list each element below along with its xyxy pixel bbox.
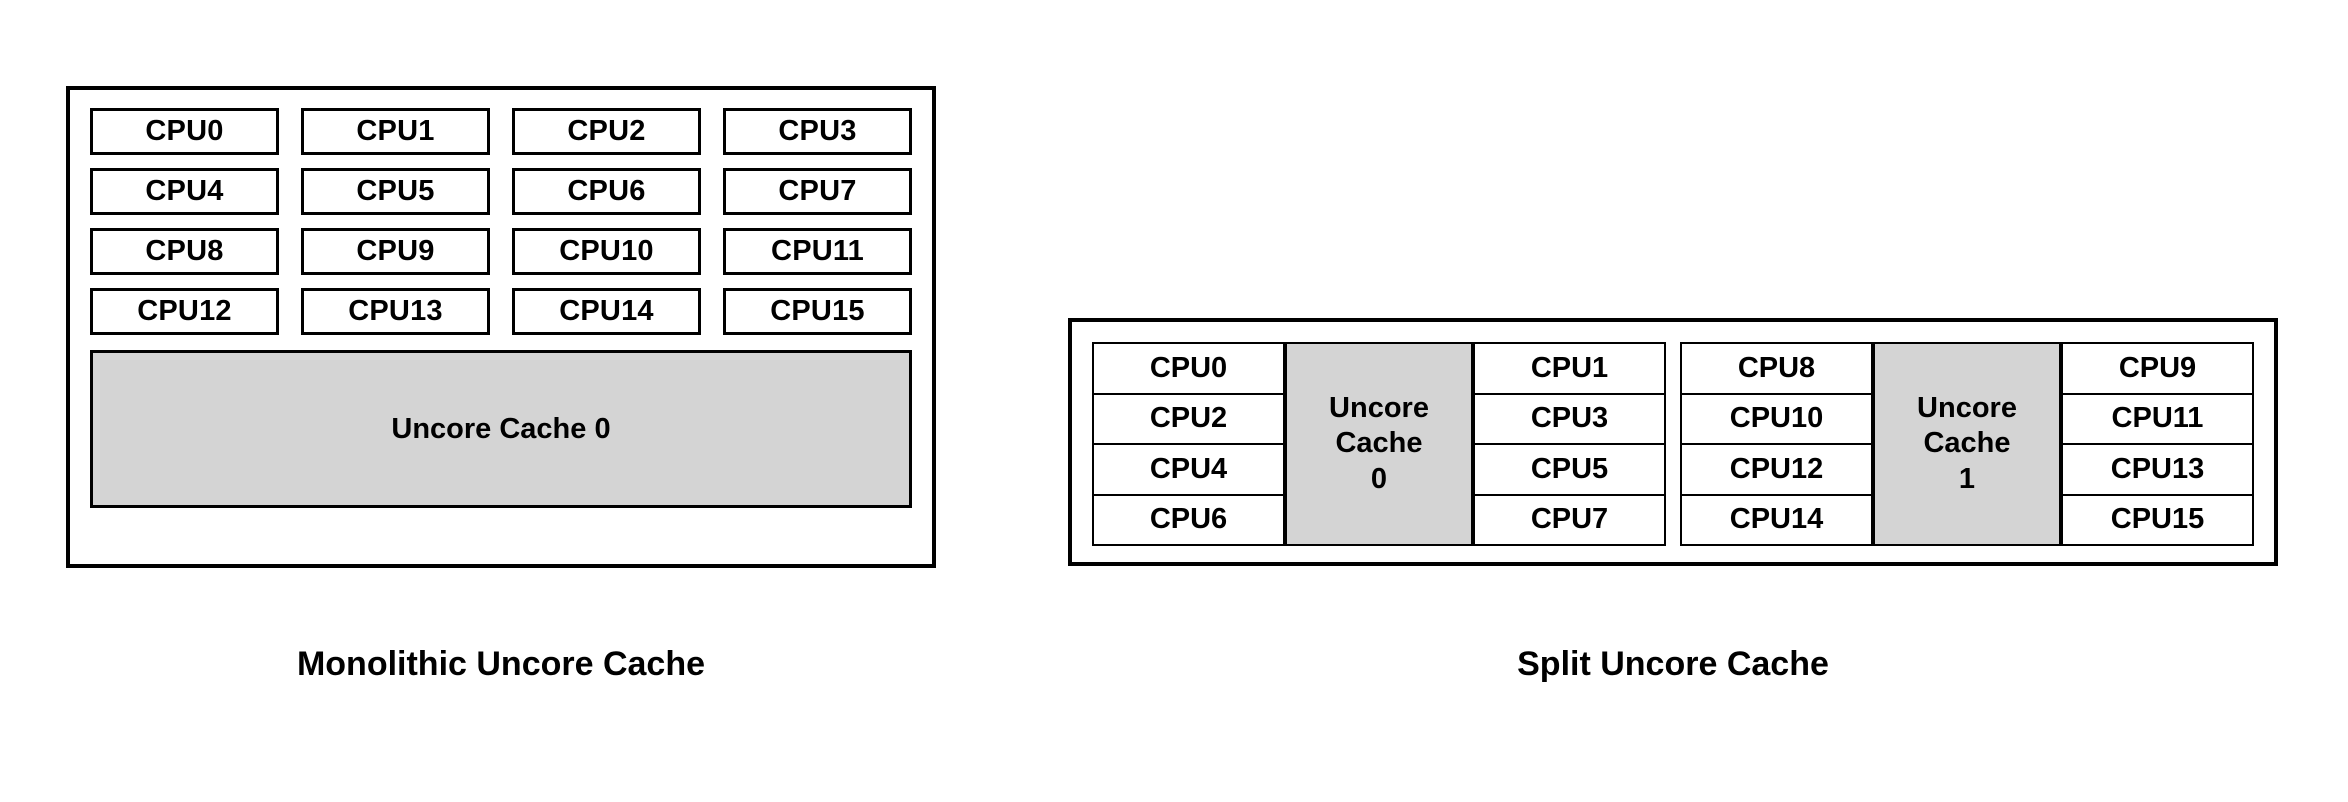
cpu-column-right: CPU9 CPU11 CPU13 CPU15: [2061, 342, 2254, 546]
cpu-column-right: CPU1 CPU3 CPU5 CPU7: [1473, 342, 1666, 546]
cpu-column-left: CPU8 CPU10 CPU12 CPU14: [1680, 342, 1873, 546]
uncore-cache-block: Uncore Cache 0: [90, 350, 912, 508]
cpu-box: CPU5: [1473, 443, 1666, 496]
cpu-box: CPU11: [723, 228, 912, 275]
cpu-box: CPU10: [1680, 392, 1873, 445]
cpu-box: CPU2: [512, 108, 701, 155]
cpu-box: CPU15: [2061, 493, 2254, 546]
cpu-box: CPU7: [1473, 493, 1666, 546]
cpu-box: CPU4: [1092, 443, 1285, 496]
cpu-box: CPU4: [90, 168, 279, 215]
cpu-column-left: CPU0 CPU2 CPU4 CPU6: [1092, 342, 1285, 546]
cpu-box: CPU14: [512, 288, 701, 335]
uncore-cache-block: Uncore Cache 0: [1285, 342, 1473, 546]
uncore-cache-label-line3: 1: [1958, 462, 1976, 495]
cpu-box: CPU7: [723, 168, 912, 215]
cpu-box: CPU9: [2061, 342, 2254, 395]
cpu-box: CPU12: [1680, 443, 1873, 496]
cpu-box: CPU13: [301, 288, 490, 335]
cpu-box: CPU11: [2061, 392, 2254, 445]
uncore-cache-label-line3: 0: [1370, 462, 1388, 495]
cpu-box: CPU10: [512, 228, 701, 275]
cpu-box: CPU13: [2061, 443, 2254, 496]
cpu-box: CPU0: [1092, 342, 1285, 395]
cpu-box: CPU0: [90, 108, 279, 155]
split-uncore-cache-figure: CPU0 CPU2 CPU4 CPU6 Uncore Cache 0 CPU1 …: [1068, 318, 2278, 566]
cpu-box: CPU5: [301, 168, 490, 215]
cpu-box: CPU6: [1092, 493, 1285, 546]
split-socket-boundary: CPU0 CPU2 CPU4 CPU6 Uncore Cache 0 CPU1 …: [1068, 318, 2278, 566]
split-cache-group: CPU8 CPU10 CPU12 CPU14 Uncore Cache 1 CP…: [1680, 342, 2254, 546]
monolithic-cpu-grid: CPU0 CPU1 CPU2 CPU3 CPU4 CPU5 CPU6 CPU7 …: [90, 108, 912, 335]
cpu-box: CPU8: [1680, 342, 1873, 395]
split-figure-caption: Split Uncore Cache: [1517, 645, 1829, 683]
cpu-box: CPU1: [1473, 342, 1666, 395]
uncore-cache-label-line2: Cache: [1923, 427, 2011, 460]
monolithic-figure-caption: Monolithic Uncore Cache: [296, 645, 706, 683]
cpu-box: CPU8: [90, 228, 279, 275]
uncore-cache-label-line2: Cache: [1335, 427, 1423, 460]
cpu-box: CPU3: [723, 108, 912, 155]
monolithic-socket-boundary: CPU0 CPU1 CPU2 CPU3 CPU4 CPU5 CPU6 CPU7 …: [66, 86, 936, 568]
cpu-box: CPU2: [1092, 392, 1285, 445]
uncore-cache-label-line1: Uncore: [1917, 391, 2017, 424]
cpu-box: CPU12: [90, 288, 279, 335]
cpu-box: CPU9: [301, 228, 490, 275]
cpu-box: CPU3: [1473, 392, 1666, 445]
cpu-box: CPU1: [301, 108, 490, 155]
split-cache-group: CPU0 CPU2 CPU4 CPU6 Uncore Cache 0 CPU1 …: [1092, 342, 1666, 546]
cpu-box: CPU15: [723, 288, 912, 335]
uncore-cache-block: Uncore Cache 1: [1873, 342, 2061, 546]
uncore-cache-label-line1: Uncore: [1329, 391, 1429, 424]
monolithic-uncore-cache-figure: CPU0 CPU1 CPU2 CPU3 CPU4 CPU5 CPU6 CPU7 …: [66, 86, 936, 568]
cpu-box: CPU6: [512, 168, 701, 215]
cpu-box: CPU14: [1680, 493, 1873, 546]
